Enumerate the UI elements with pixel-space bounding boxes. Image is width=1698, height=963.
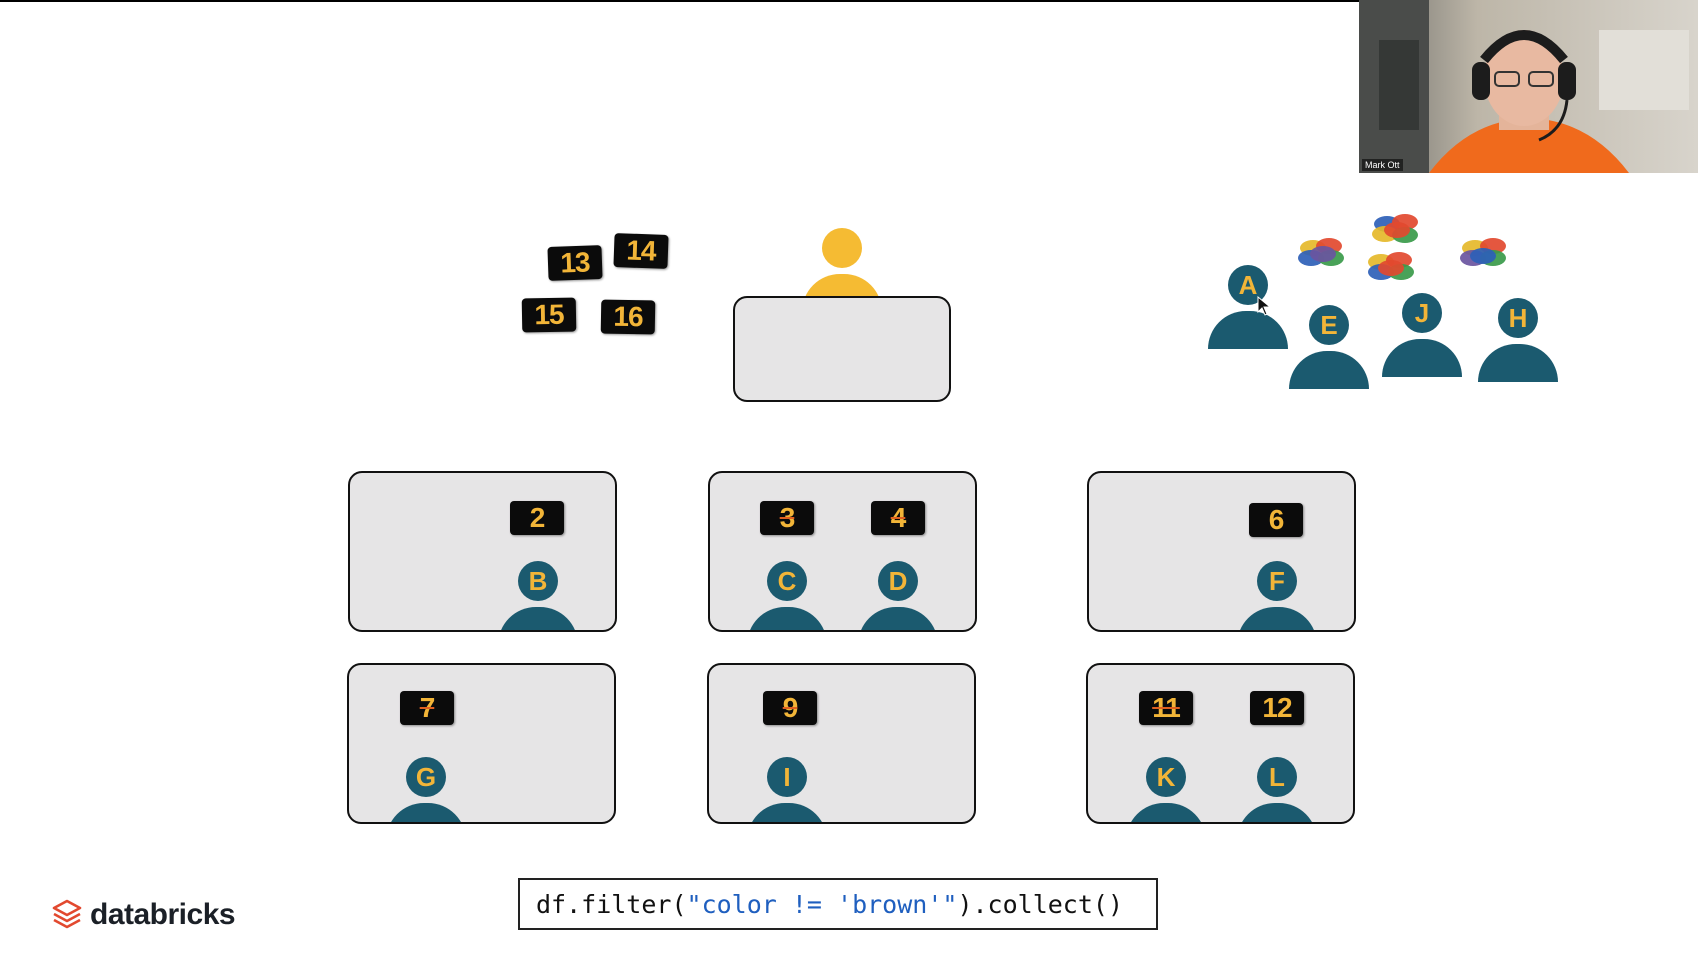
person-body	[1478, 344, 1558, 382]
driver-card-15: 15	[521, 297, 577, 333]
color-cluster-icon	[1296, 236, 1352, 272]
person-head: F	[1257, 561, 1297, 601]
person-body	[1382, 339, 1462, 377]
person-head: D	[878, 561, 918, 601]
task-card: 3	[760, 501, 814, 535]
person-head: G	[406, 757, 446, 797]
worker-person: C	[747, 561, 827, 630]
databricks-logo-icon	[52, 899, 82, 929]
color-cluster-icon	[1458, 236, 1514, 272]
worker-person: L	[1237, 757, 1317, 822]
person-body	[1289, 351, 1369, 389]
code-suffix: ).collect()	[957, 889, 1124, 919]
person-head: K	[1146, 757, 1186, 797]
executor-box-6: 11 12 K L	[1086, 663, 1355, 824]
queue-person-j: J	[1382, 293, 1462, 377]
person-body	[1237, 803, 1317, 822]
task-card: 12	[1250, 691, 1304, 725]
person-head: B	[518, 561, 558, 601]
queue-person-h: H	[1478, 298, 1558, 382]
task-card: 9	[763, 691, 817, 725]
person-body	[747, 607, 827, 630]
worker-person: I	[747, 757, 827, 822]
person-body	[858, 607, 938, 630]
task-card: 4	[871, 501, 925, 535]
executor-box-3: 6 F	[1087, 471, 1356, 632]
presenter-name-label: Mark Ott	[1362, 159, 1403, 171]
person-body	[386, 803, 466, 822]
person-head: C	[767, 561, 807, 601]
webcam-video: Mark Ott	[1359, 0, 1698, 173]
code-prefix: df.filter(	[536, 889, 687, 919]
person-head: L	[1257, 757, 1297, 797]
driver-card-13: 13	[547, 245, 603, 281]
code-string: "color != 'brown'"	[686, 889, 958, 919]
mouse-pointer-icon	[1257, 296, 1271, 316]
queue-person-e: E	[1289, 305, 1369, 389]
person-head: A	[1228, 265, 1268, 305]
presenter-video-image	[1359, 0, 1698, 173]
task-card: 11	[1139, 691, 1193, 725]
worker-person: D	[858, 561, 938, 630]
person-head: I	[767, 757, 807, 797]
driver-card-14: 14	[613, 233, 669, 269]
worker-person: K	[1126, 757, 1206, 822]
person-body	[1208, 311, 1288, 349]
executor-box-5: 9 I	[707, 663, 976, 824]
task-card: 7	[400, 691, 454, 725]
person-body	[498, 607, 578, 630]
logo-text: databricks	[90, 898, 236, 931]
person-head: J	[1402, 293, 1442, 333]
task-card: 2	[510, 501, 564, 535]
driver-head	[822, 228, 862, 268]
queue-person-a: A	[1208, 265, 1288, 349]
databricks-logo: databricks	[52, 898, 236, 932]
person-head: H	[1498, 298, 1538, 338]
executor-box-2: 3 4 C D	[708, 471, 977, 632]
person-body	[1126, 803, 1206, 822]
person-body	[1237, 607, 1317, 630]
worker-person: B	[498, 561, 578, 630]
person-head: E	[1309, 305, 1349, 345]
code-snippet: df.filter("color != 'brown'").collect()	[518, 878, 1158, 930]
color-cluster-icon	[1370, 212, 1426, 248]
worker-person: G	[386, 757, 466, 822]
person-body	[747, 803, 827, 822]
executor-box-4: 7 G	[347, 663, 616, 824]
executor-box-1: 2 B	[348, 471, 617, 632]
driver-card-16: 16	[600, 299, 656, 335]
driver-box	[733, 296, 951, 402]
worker-person: F	[1237, 561, 1317, 630]
task-card: 6	[1249, 503, 1303, 537]
color-cluster-icon	[1364, 248, 1420, 284]
